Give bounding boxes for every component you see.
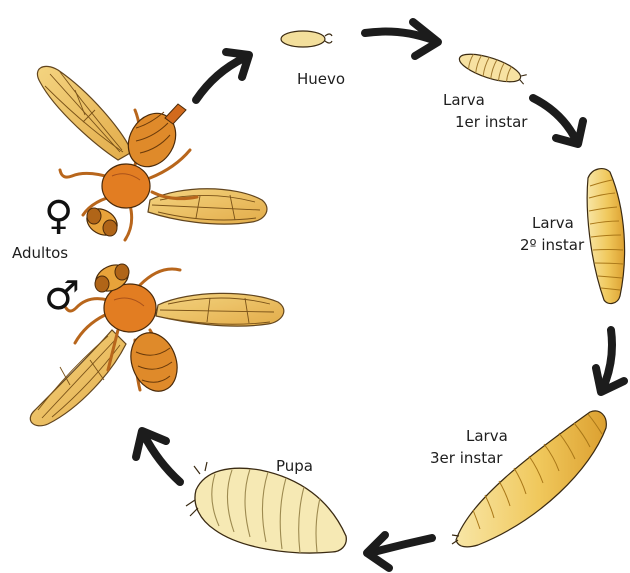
arrow-egg-to-larva1 [365,22,438,56]
pupa-label: Pupa [276,459,313,474]
larva2-label-line1: Larva [532,216,574,231]
larva1-label-line1: Larva [443,93,485,108]
larva1-illustration [456,49,528,89]
pupa-illustration [186,462,346,553]
egg-label: Huevo [297,72,345,87]
larva3-label-line2: 3er instar [430,451,502,466]
larva3-label-line1: Larva [466,429,508,444]
arrow-pupa-to-adults [136,431,180,482]
arrow-larva1-to-larva2 [533,98,583,144]
arrow-larva2-to-larva3 [596,330,624,392]
larva2-illustration [587,169,624,304]
female-symbol-icon: ♀ [44,196,73,236]
larva2-label-line2: 2º instar [520,238,584,253]
egg-illustration [281,31,332,47]
larva1-label-line2: 1er instar [455,115,527,130]
arrow-adults-to-egg [196,52,249,100]
adults-label: Adultos [12,246,68,261]
male-symbol-icon: ♂ [44,276,80,316]
arrow-larva3-to-pupa [367,535,432,568]
